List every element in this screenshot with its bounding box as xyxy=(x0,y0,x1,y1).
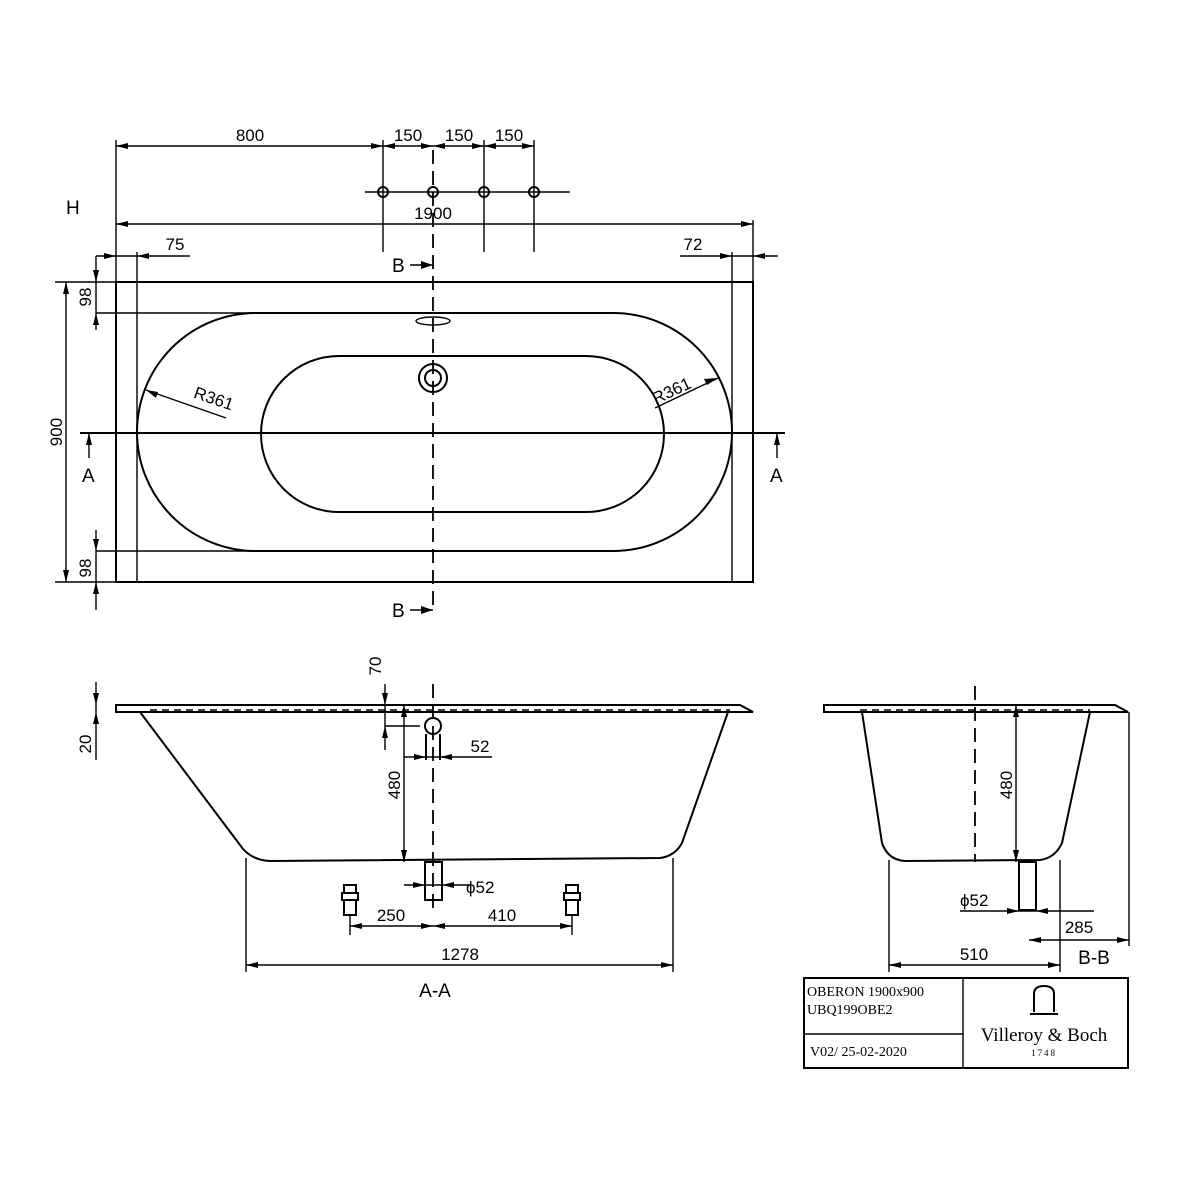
title-block-version-date: V02/ 25-02-2020 xyxy=(810,1045,907,1060)
dim-bb-depth-480: 480 xyxy=(997,771,1016,799)
dim-overflow-dia-52: 52 xyxy=(471,737,490,756)
section-bb-title: B-B xyxy=(1078,948,1110,969)
section-marker-b-bottom: B xyxy=(392,601,405,622)
dim-waste-dia: ϕ52 xyxy=(466,878,494,897)
plan-view: H xyxy=(47,126,785,622)
overflow-slot xyxy=(415,316,451,326)
section-aa-waste-pipe xyxy=(424,861,443,901)
dim-radius-left: R361 xyxy=(191,383,236,414)
dim-top-rim-98: 98 xyxy=(76,288,95,307)
section-bb-basin-profile xyxy=(861,711,1091,863)
section-marker-a-left: A xyxy=(82,466,95,487)
dim-bottom-rim-98: 98 xyxy=(76,559,95,578)
title-block-article-code: UBQ199OBE2 xyxy=(807,1003,893,1018)
title-block: OBERON 1900x900 UBQ199OBE2 V02/ 25-02-20… xyxy=(803,977,1129,1069)
dim-foot-left-250: 250 xyxy=(377,906,405,925)
section-aa-foot-right xyxy=(563,884,581,916)
dim-rim-thickness-20: 20 xyxy=(76,735,95,754)
dim-foot-right-410: 410 xyxy=(488,906,516,925)
brand-logo-icon xyxy=(1030,984,1058,1015)
dim-overflow-top-70: 70 xyxy=(366,657,385,676)
section-bb-rim xyxy=(823,704,1129,713)
section-aa-rim xyxy=(115,704,754,713)
dim-tap-spacing-3: 150 xyxy=(495,126,523,145)
drain-inner-ring xyxy=(424,369,442,387)
dim-bb-waste-dia: ϕ52 xyxy=(960,891,988,910)
section-aa-title: A-A xyxy=(419,981,451,1002)
dim-base-length-1278: 1278 xyxy=(441,945,479,964)
title-block-product-line: OBERON 1900x900 xyxy=(807,985,924,1000)
dim-tap-spacing-2: 150 xyxy=(445,126,473,145)
dim-tap-spacing-1: 150 xyxy=(394,126,422,145)
section-aa-foot-left xyxy=(341,884,359,916)
section-aa-overflow xyxy=(424,717,442,735)
dim-width-900: 900 xyxy=(47,418,66,446)
dim-right-margin-72: 72 xyxy=(684,235,703,254)
dim-left-margin-75: 75 xyxy=(166,235,185,254)
dim-bb-base-width-510: 510 xyxy=(960,945,988,964)
dim-tap-offset-800: 800 xyxy=(236,126,264,145)
section-marker-b-top: B xyxy=(392,256,405,277)
section-bb-view: 480 ϕ52 285 510 B-B xyxy=(823,686,1130,972)
tap-hole-2 xyxy=(427,186,439,198)
section-bb-waste-pipe xyxy=(1018,861,1037,911)
plan-view-label: H xyxy=(66,198,80,219)
dim-length-1900: 1900 xyxy=(414,204,452,223)
radius-leader-left xyxy=(145,389,227,419)
dim-bb-waste-offset-285: 285 xyxy=(1065,918,1093,937)
title-block-brand-year: 1748 xyxy=(1031,1048,1057,1058)
section-aa-basin-profile xyxy=(139,711,729,863)
drain-outer-ring xyxy=(418,363,448,393)
section-marker-a-right: A xyxy=(770,466,783,487)
dim-radius-right: R361 xyxy=(649,374,694,408)
section-aa-view: 70 20 52 480 ϕ52 250 410 xyxy=(76,657,754,1002)
title-block-brand-name: Villeroy & Boch xyxy=(981,1025,1108,1046)
dim-depth-480: 480 xyxy=(385,771,404,799)
